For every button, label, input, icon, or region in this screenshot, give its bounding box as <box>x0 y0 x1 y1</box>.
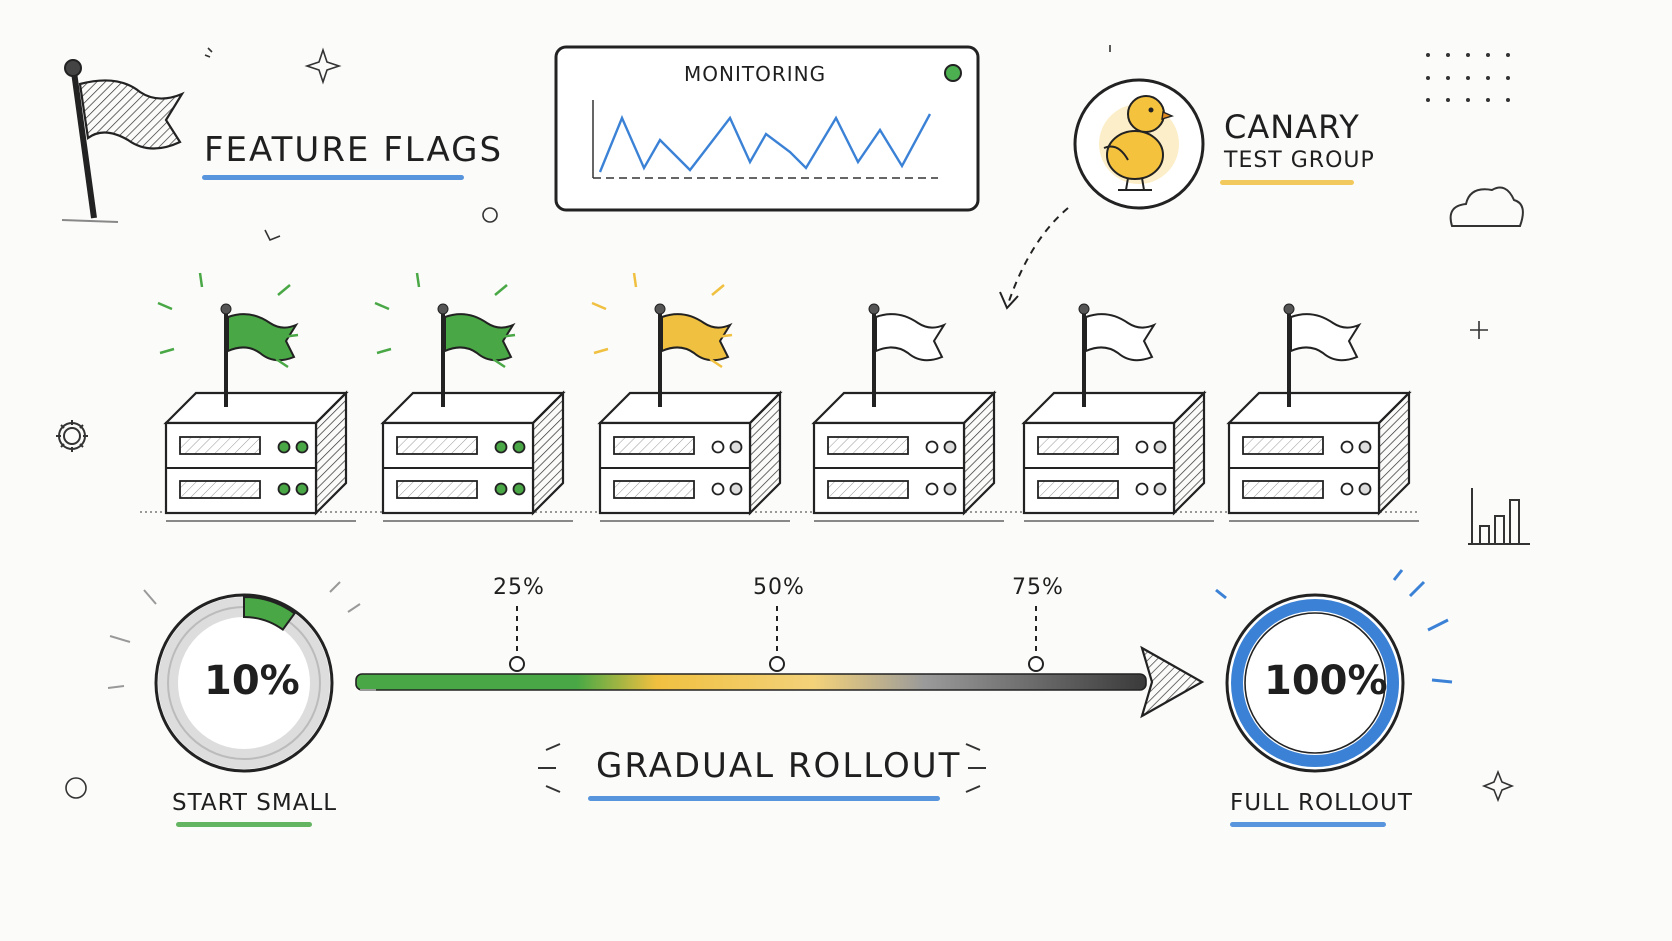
end-label: FULL ROLLOUT <box>1230 790 1413 816</box>
server-led <box>943 440 957 454</box>
flag-ray <box>277 284 291 296</box>
rollout-title-underline <box>588 796 940 801</box>
flag-ray <box>374 301 390 311</box>
rollout-progress <box>355 606 1205 719</box>
server-led <box>1153 440 1167 454</box>
server-led <box>925 482 939 496</box>
server-led <box>277 440 291 454</box>
flag-knob <box>1078 303 1090 315</box>
server-led <box>1358 482 1372 496</box>
flag-ray <box>159 347 175 355</box>
milestone-25: 25% <box>493 575 545 600</box>
rollout-arrowhead <box>1140 645 1205 719</box>
decorative-sparkles <box>65 45 1515 803</box>
start-gauge-fill <box>243 595 296 632</box>
server-1 <box>157 272 358 523</box>
feature-flags-underline <box>202 175 464 180</box>
server-led <box>729 482 743 496</box>
monitoring-line <box>598 113 932 173</box>
flag-enabled <box>444 313 516 362</box>
server-led <box>295 440 309 454</box>
canary-arrow <box>1007 207 1069 305</box>
start-label: START SMALL <box>172 790 338 816</box>
server-led <box>1135 440 1149 454</box>
flag-knob <box>220 303 232 315</box>
status-light <box>944 64 962 82</box>
flag-off <box>1085 313 1157 362</box>
end-gauge <box>1215 569 1453 773</box>
server-led <box>494 440 508 454</box>
server-led <box>1153 482 1167 496</box>
title-accents <box>538 743 986 793</box>
server-5 <box>1022 303 1216 523</box>
start-underline <box>176 822 312 827</box>
flag-knob <box>1283 303 1295 315</box>
server-4 <box>812 303 1006 523</box>
server-led <box>711 440 725 454</box>
server-led <box>1340 440 1354 454</box>
server-led <box>1358 440 1372 454</box>
end-percent: 100% <box>1264 658 1388 704</box>
milestone-50: 50% <box>753 575 805 600</box>
dot-grid <box>1426 53 1510 102</box>
flag-enabled <box>227 313 299 362</box>
server-led <box>943 482 957 496</box>
rollout-title: GRADUAL ROLLOUT <box>596 746 962 786</box>
flag-ray <box>492 357 506 369</box>
cloud-icon <box>1449 186 1524 227</box>
server-row <box>157 272 1421 523</box>
flag-off <box>1290 313 1362 362</box>
monitoring-panel <box>554 45 980 212</box>
start-percent: 10% <box>204 658 300 704</box>
server-led <box>925 440 939 454</box>
milestone-75: 75% <box>1012 575 1064 600</box>
flag-ray <box>593 347 609 355</box>
flag-knob <box>437 303 449 315</box>
canary-icon <box>1073 78 1205 210</box>
server-led <box>1340 482 1354 496</box>
flag-ray <box>198 272 204 288</box>
milestone-markers <box>509 606 1044 672</box>
server-2 <box>374 272 575 523</box>
gear-icon <box>56 420 88 452</box>
bar-chart-icon <box>1468 488 1530 545</box>
flag-ray <box>711 284 725 296</box>
flag-ray <box>591 301 607 311</box>
flag-ray <box>709 357 723 369</box>
monitoring-title: MONITORING <box>684 62 827 86</box>
flag-off <box>875 313 947 362</box>
start-gauge <box>107 581 376 773</box>
feature-flags-title: FEATURE FLAGS <box>204 130 504 170</box>
canary-title: CANARY <box>1224 108 1360 146</box>
server-led <box>1135 482 1149 496</box>
canary-subtitle: TEST GROUP <box>1224 148 1375 173</box>
server-6 <box>1227 303 1421 523</box>
flag-ray <box>281 333 299 339</box>
server-led <box>711 482 725 496</box>
server-led <box>512 440 526 454</box>
server-3 <box>591 272 792 523</box>
flag-ray <box>275 357 289 369</box>
flag-ray <box>415 272 421 288</box>
canary-underline <box>1220 180 1354 185</box>
flag-canary <box>661 313 733 362</box>
flag-ray <box>157 301 173 311</box>
end-underline <box>1230 822 1386 827</box>
flag-knob <box>868 303 880 315</box>
server-led <box>494 482 508 496</box>
flag-ray <box>494 284 508 296</box>
flag-ray <box>715 333 733 339</box>
flag-knob <box>654 303 666 315</box>
server-led <box>729 440 743 454</box>
feature-flag-icon <box>61 59 185 223</box>
flag-ray <box>376 347 392 355</box>
server-led <box>295 482 309 496</box>
flag-ray <box>498 333 516 339</box>
flag-ray <box>632 272 638 288</box>
server-led <box>277 482 291 496</box>
server-led <box>512 482 526 496</box>
